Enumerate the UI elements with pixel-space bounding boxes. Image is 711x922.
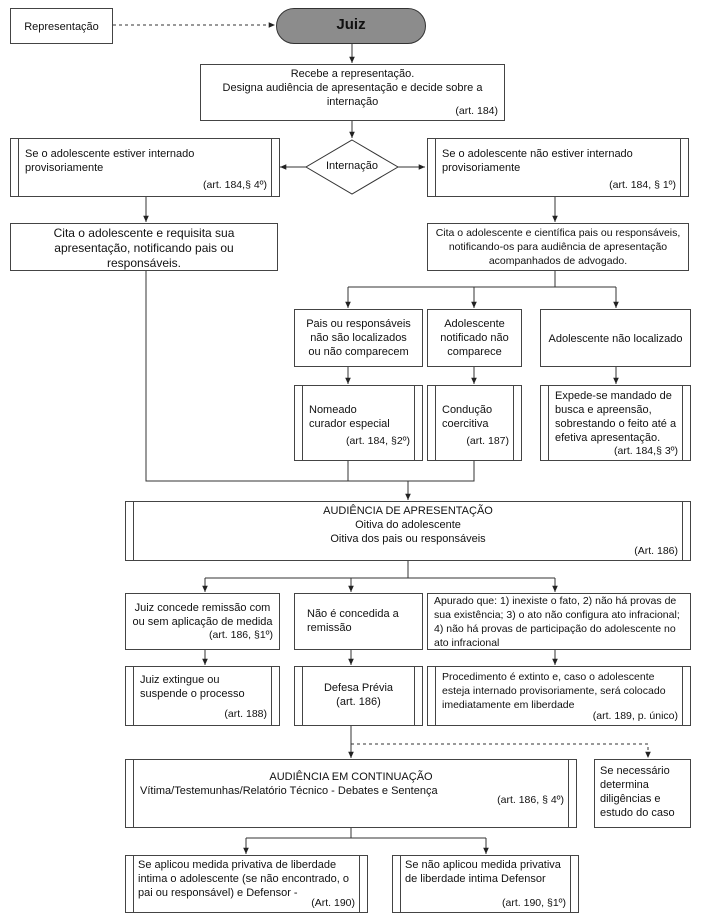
- adolescente-nao-localizado-text: Adolescente não localizado: [548, 333, 683, 345]
- pais-nao-localizados-text: Pais ou responsáveis não são localizados…: [306, 318, 411, 358]
- cita-requisita-text: Cita o adolescente e requisita sua apres…: [53, 226, 235, 270]
- audiencia-apresentacao-text: AUDIÊNCIA DE APRESENTAÇÃO Oitiva do adol…: [323, 505, 493, 545]
- audiencia-apresentacao-box: AUDIÊNCIA DE APRESENTAÇÃO Oitiva do adol…: [125, 501, 691, 561]
- internado-ref: (art. 184,§ 4º): [203, 179, 267, 191]
- conducao-ref: (art. 187): [466, 435, 509, 447]
- nomeado-ref: (art. 184, §2º): [346, 435, 410, 447]
- recebe-ref: (art. 184): [455, 105, 498, 117]
- defesa-text: Defesa Prévia: [323, 682, 394, 694]
- extingue-ref: (art. 188): [224, 708, 267, 720]
- expede-box: Expede-se mandado de busca e apreensão, …: [540, 385, 691, 461]
- apurado-box: Apurado que: 1) inexiste o fato, 2) não …: [427, 593, 691, 650]
- expede-text: Expede-se mandado de busca e apreensão, …: [555, 390, 677, 444]
- adolescente-notificado-box: Adolescente notificado não comparece: [427, 309, 522, 367]
- remissao-text: Juiz concede remissão com ou sem aplicaç…: [132, 602, 273, 628]
- nao-internado-ref: (art. 184, § 1º): [609, 179, 676, 191]
- internado-box: Se o adolescente estiver internado provi…: [10, 138, 280, 197]
- procedimento-ref: (art. 189, p. único): [592, 710, 678, 722]
- defesa-box: Defesa Prévia (art. 186): [294, 666, 423, 726]
- cita-cientifica-box: Cita o adolescente e científica pais ou …: [427, 223, 689, 271]
- nao-remissao-box: Não é concedida a remissão: [294, 593, 423, 650]
- conducao-box: Condução coercitiva (art. 187): [427, 385, 522, 461]
- audiencia-continuacao-text: Vítima/Testemunhas/Relatório Técnico - D…: [140, 785, 438, 797]
- audiencia-continuacao-ref: (art. 186, § 4º): [497, 794, 564, 806]
- internado-text: Se o adolescente estiver internado provi…: [25, 148, 195, 174]
- nao-internado-box: Se o adolescente não estiver internado p…: [427, 138, 689, 197]
- audiencia-apresentacao-ref: (Art. 186): [634, 545, 678, 557]
- diligencias-box: Se necessário determina diligências e es…: [594, 759, 691, 828]
- branch-continuacao: [246, 828, 352, 839]
- pais-nao-localizados-box: Pais ou responsáveis não são localizados…: [294, 309, 423, 367]
- branch-cita-cientifica: [348, 271, 556, 288]
- privativa-text: Se aplicou medida privativa de liberdade…: [138, 859, 349, 899]
- diligencias-text: Se necessário determina diligências e es…: [600, 765, 675, 819]
- audiencia-continuacao-title: AUDIÊNCIA EM CONTINUAÇÃO: [269, 771, 433, 783]
- apurado-text: Apurado que: 1) inexiste o fato, 2) não …: [434, 595, 680, 649]
- remissao-box: Juiz concede remissão com ou sem aplicaç…: [125, 593, 280, 650]
- internacao-diamond: [305, 139, 399, 195]
- representacao-label: Representação: [24, 21, 99, 33]
- representacao-box: Representação: [10, 8, 113, 44]
- nao-internado-text: Se o adolescente não estiver internado p…: [442, 148, 633, 174]
- branch-audiencia: [205, 561, 409, 579]
- expede-ref: (art. 184,§ 3º): [614, 445, 678, 457]
- internacao-label: Internação: [326, 160, 378, 172]
- nao-remissao-text: Não é concedida a remissão: [307, 608, 399, 634]
- defesa-ref: (art. 186): [336, 696, 381, 708]
- juiz-label: Juiz: [336, 16, 366, 33]
- conducao-text: Condução coercitiva: [442, 404, 493, 430]
- juiz-terminal: Juiz: [276, 8, 426, 44]
- privativa-box: Se aplicou medida privativa de liberdade…: [125, 855, 368, 913]
- nao-privativa-ref: (art. 190, §1º): [502, 897, 566, 909]
- extingue-box: Juiz extingue ou suspende o processo (ar…: [125, 666, 280, 726]
- audiencia-continuacao-box: AUDIÊNCIA EM CONTINUAÇÃO Vítima/Testemun…: [125, 759, 577, 828]
- nomeado-text: Nomeado curador especial: [309, 404, 390, 430]
- merge-to-audiencia: [145, 271, 475, 482]
- procedimento-box: Procedimento é extinto e, caso o adolesc…: [427, 666, 691, 726]
- cita-requisita-box: Cita o adolescente e requisita sua apres…: [10, 223, 278, 271]
- recebe-text: Recebe a representação. Designa audiênci…: [222, 68, 483, 108]
- nao-privativa-text: Se não aplicou medida privativa de liber…: [405, 859, 561, 885]
- extingue-text: Juiz extingue ou suspende o processo: [140, 674, 245, 700]
- remissao-ref: (art. 186, §1º): [209, 629, 273, 641]
- adolescente-notificado-text: Adolescente notificado não comparece: [440, 318, 509, 358]
- procedimento-text: Procedimento é extinto e, caso o adolesc…: [442, 671, 666, 711]
- dashed-to-diligencias: [351, 743, 651, 758]
- privativa-ref: (Art. 190): [311, 897, 355, 909]
- adolescente-nao-localizado-box: Adolescente não localizado: [540, 309, 691, 367]
- nomeado-box: Nomeado curador especial (art. 184, §2º): [294, 385, 423, 461]
- cita-cientifica-text: Cita o adolescente e científica pais ou …: [435, 227, 681, 267]
- recebe-box: Recebe a representação. Designa audiênci…: [200, 64, 505, 121]
- nao-privativa-box: Se não aplicou medida privativa de liber…: [392, 855, 579, 913]
